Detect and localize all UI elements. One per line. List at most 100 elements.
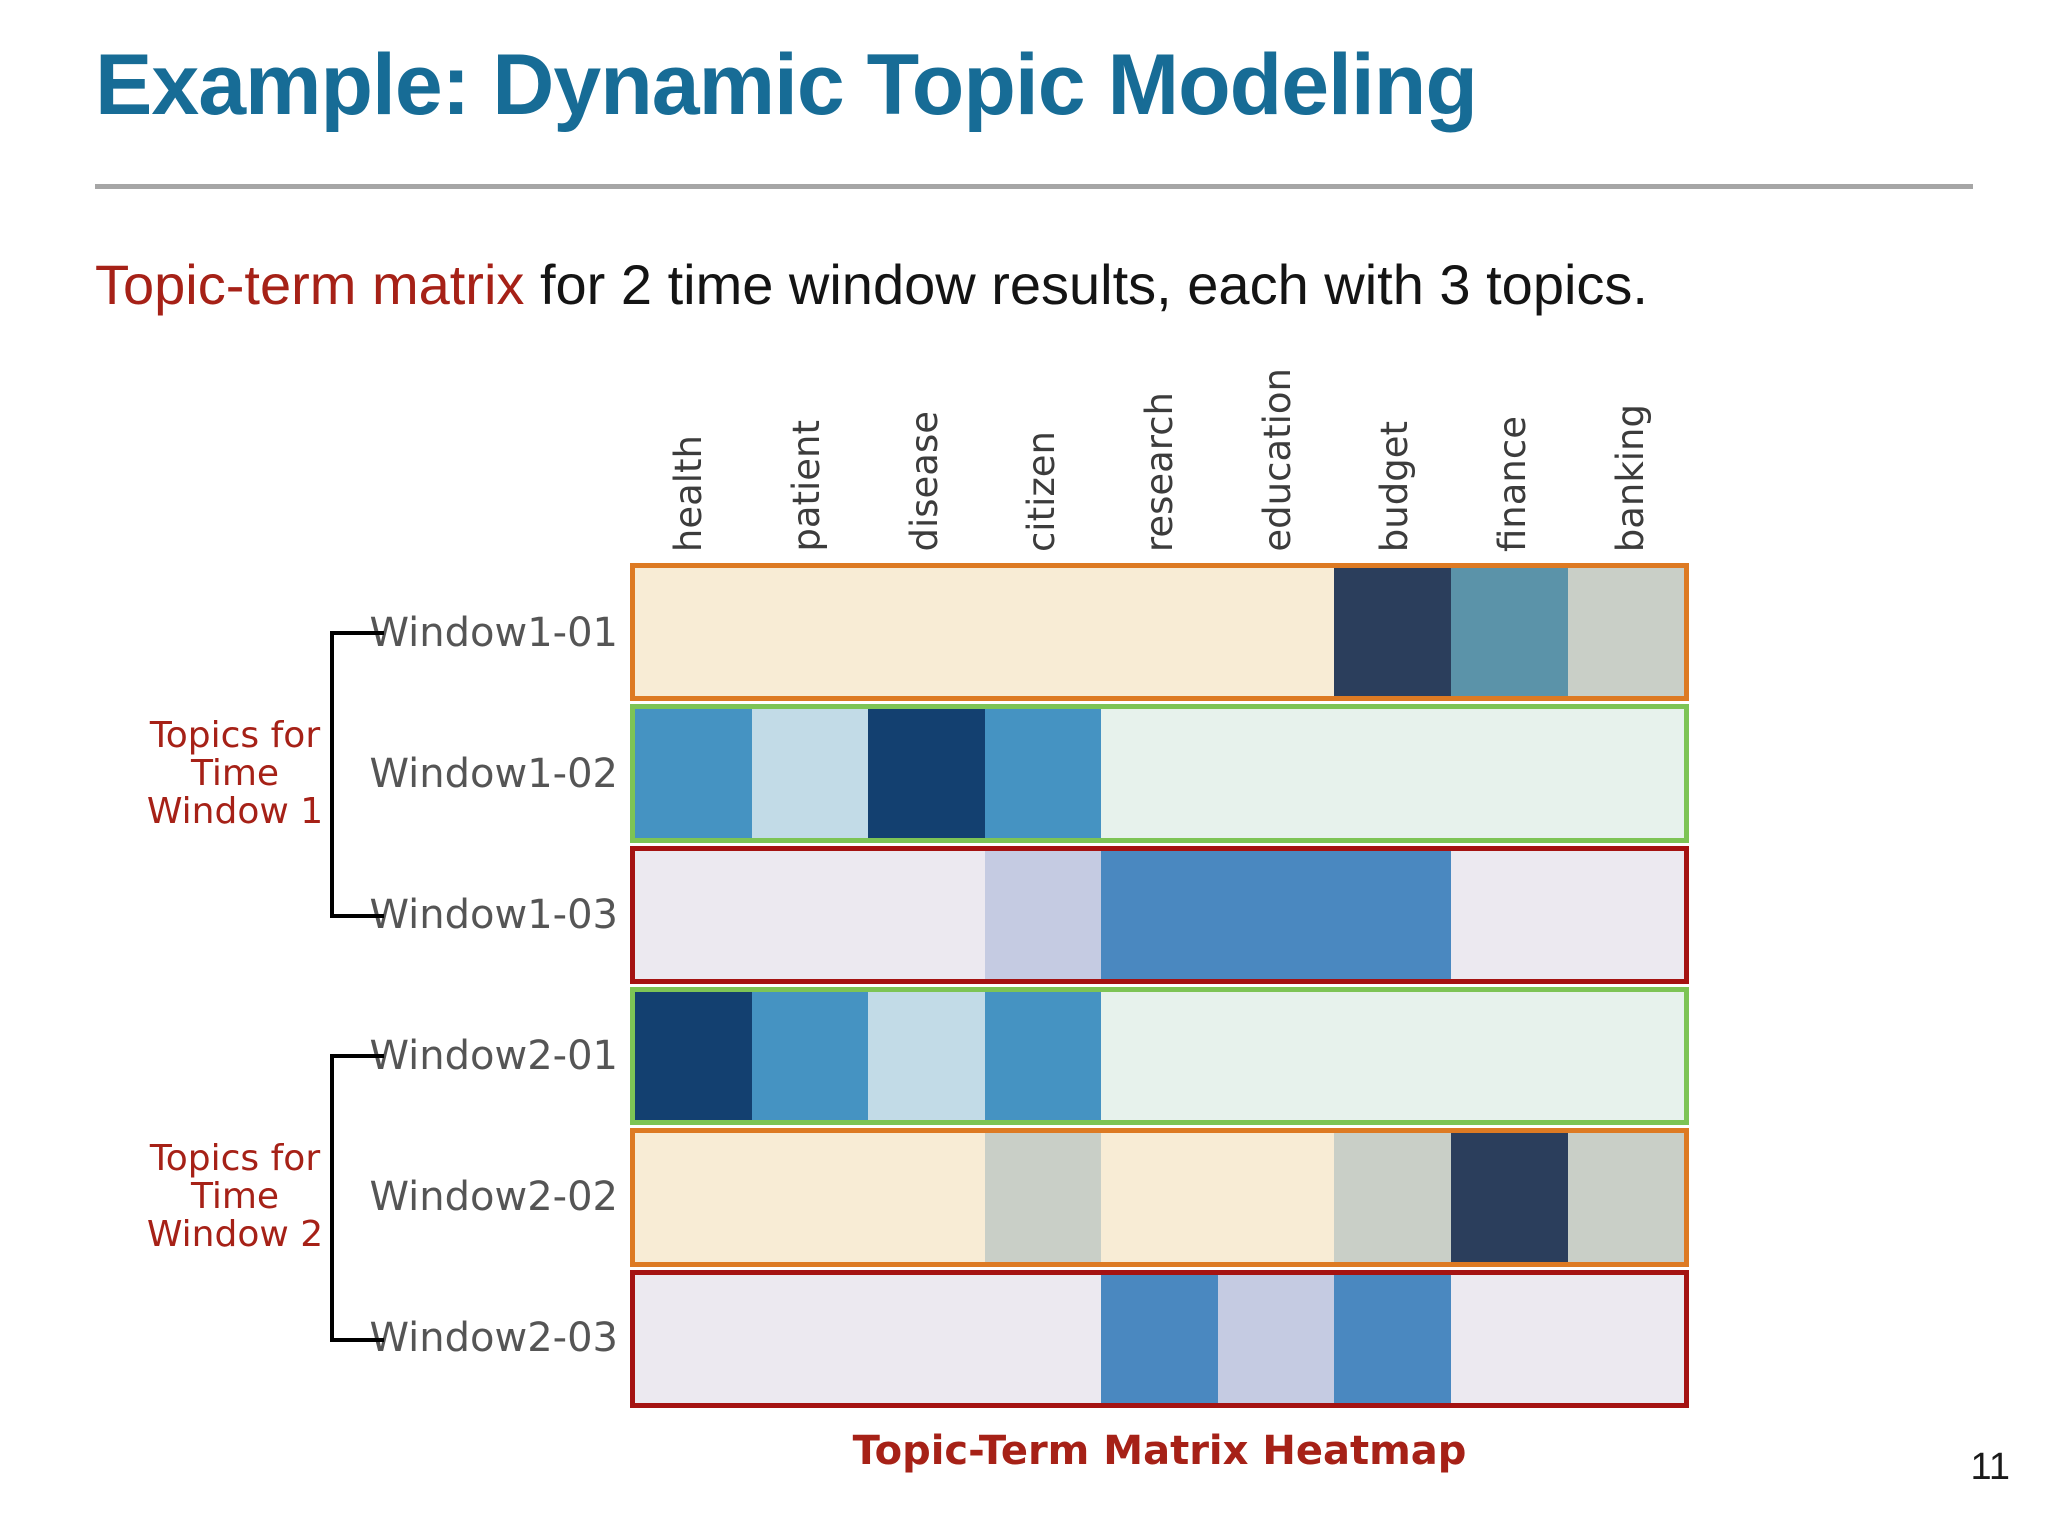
heatmap-cell-Window2-01-banking xyxy=(1567,991,1685,1121)
heatmap-cell-Window2-03-patient xyxy=(751,1274,869,1403)
heatmap-cell-Window1-01-research xyxy=(1101,568,1218,697)
heatmap-cell-Window1-02-disease xyxy=(868,709,985,838)
column-label-finance: finance xyxy=(1454,262,1572,552)
heatmap-cell-Window1-01-banking xyxy=(1567,568,1685,697)
heatmap-cell-Window2-02-finance xyxy=(1450,1133,1568,1262)
group-label-line: Window 2 xyxy=(146,1214,324,1255)
column-label-disease: disease xyxy=(865,262,983,552)
column-label-patient: patient xyxy=(748,262,866,552)
heatmap-cell-Window1-01-health xyxy=(635,568,752,697)
heatmap-cell-Window2-01-patient xyxy=(751,991,869,1121)
heatmap-cell-Window2-02-citizen xyxy=(984,1133,1102,1262)
heatmap-cell-Window2-01-health xyxy=(635,991,752,1121)
heatmap-row-Window1-03 xyxy=(630,845,1689,984)
column-label-text: banking xyxy=(1608,403,1652,552)
group-label-line: Time xyxy=(190,753,280,794)
column-label-health: health xyxy=(630,262,748,552)
heatmap-cell-Window1-03-banking xyxy=(1567,850,1685,979)
heatmap-caption: Topic-Term Matrix Heatmap xyxy=(852,1428,1467,1474)
subtitle-highlight: Topic-term matrix xyxy=(95,253,525,316)
column-label-citizen: citizen xyxy=(983,262,1101,552)
heatmap-cell-Window2-03-citizen xyxy=(984,1274,1102,1403)
heatmap-row-Window1-02 xyxy=(630,704,1689,843)
subtitle: Topic-term matrix for 2 time window resu… xyxy=(95,252,1648,317)
group-label-line: Window 1 xyxy=(146,791,324,832)
slide-title: Example: Dynamic Topic Modeling xyxy=(95,37,1478,133)
heatmap-cell-Window2-02-patient xyxy=(751,1133,869,1262)
heatmap-cell-Window1-01-disease xyxy=(868,568,985,697)
group-bracket-window1 xyxy=(330,631,384,918)
heatmap-cell-Window1-02-finance xyxy=(1450,709,1568,838)
row-label-Window1-02: Window1-02 xyxy=(369,751,619,798)
row-label-Window2-03: Window2-03 xyxy=(369,1314,619,1361)
heatmap-cell-Window2-01-disease xyxy=(868,991,985,1121)
heatmap-cell-Window2-01-finance xyxy=(1450,991,1568,1121)
heatmap-cell-Window2-02-research xyxy=(1101,1133,1218,1262)
heatmap-cell-Window1-02-banking xyxy=(1567,709,1685,838)
column-label-text: budget xyxy=(1373,420,1417,552)
heatmap-cell-Window1-03-disease xyxy=(868,850,985,979)
heatmap-cell-Window2-02-education xyxy=(1217,1133,1335,1262)
heatmap-cell-Window1-03-finance xyxy=(1450,850,1568,979)
heatmap-cell-Window1-03-education xyxy=(1217,850,1335,979)
heatmap-cell-Window1-01-citizen xyxy=(984,568,1102,697)
heatmap-cell-Window1-01-budget xyxy=(1334,568,1451,697)
row-label-Window1-03: Window1-03 xyxy=(369,892,619,939)
row-label-Window2-01: Window2-01 xyxy=(369,1032,619,1079)
column-label-education: education xyxy=(1218,262,1336,552)
heatmap-cell-Window2-03-education xyxy=(1217,1274,1335,1403)
heatmap-cell-Window1-01-finance xyxy=(1450,568,1568,697)
heatmap-row-Window2-01 xyxy=(630,986,1689,1126)
column-label-budget: budget xyxy=(1336,262,1454,552)
heatmap-row-Window1-01 xyxy=(630,563,1689,702)
title-divider xyxy=(95,184,1973,189)
column-label-text: health xyxy=(667,434,711,552)
heatmap-cell-Window2-02-health xyxy=(635,1133,752,1262)
column-label-banking: banking xyxy=(1571,262,1689,552)
group-label-line: Topics for xyxy=(149,715,321,756)
page-number: 11 xyxy=(1970,1446,2010,1488)
heatmap-row-Window2-03 xyxy=(630,1269,1689,1408)
group-label-line: Topics for xyxy=(149,1138,321,1179)
heatmap-cell-Window2-01-research xyxy=(1101,991,1218,1121)
heatmap-cell-Window1-02-education xyxy=(1217,709,1335,838)
column-label-text: patient xyxy=(785,420,828,552)
heatmap-cell-Window1-02-health xyxy=(635,709,752,838)
column-label-research: research xyxy=(1101,262,1219,552)
heatmap-cell-Window1-03-citizen xyxy=(984,850,1102,979)
column-label-text: education xyxy=(1255,368,1299,552)
row-label-Window2-02: Window2-02 xyxy=(369,1173,619,1220)
heatmap-cell-Window2-03-disease xyxy=(868,1274,985,1403)
heatmap-cell-Window1-02-citizen xyxy=(984,709,1102,838)
subtitle-rest: for 2 time window results, each with 3 t… xyxy=(524,253,1648,316)
column-labels: health patient disease citizen research educa… xyxy=(630,262,1689,552)
heatmap-cell-Window1-02-research xyxy=(1101,709,1218,838)
heatmap-cell-Window1-03-health xyxy=(635,850,752,979)
group-label-line: Time xyxy=(190,1176,280,1217)
heatmap-cell-Window1-02-budget xyxy=(1334,709,1451,838)
heatmap-cell-Window2-03-research xyxy=(1101,1274,1218,1403)
heatmap-cell-Window2-03-budget xyxy=(1334,1274,1451,1403)
heatmap-cell-Window1-03-budget xyxy=(1334,850,1451,979)
heatmap-cell-Window1-03-patient xyxy=(751,850,869,979)
column-label-text: research xyxy=(1138,391,1182,552)
heatmap-cell-Window2-03-health xyxy=(635,1274,752,1403)
column-label-text: finance xyxy=(1491,416,1535,552)
heatmap-cell-Window2-03-finance xyxy=(1450,1274,1568,1403)
heatmap-row-Window2-02 xyxy=(630,1128,1689,1267)
heatmap-cell-Window1-01-education xyxy=(1217,568,1335,697)
column-label-text: citizen xyxy=(1020,430,1064,552)
heatmap-cell-Window1-03-research xyxy=(1101,850,1218,979)
heatmap-cell-Window2-02-budget xyxy=(1334,1133,1451,1262)
heatmap-grid xyxy=(630,563,1689,1408)
heatmap-cell-Window2-03-banking xyxy=(1567,1274,1685,1403)
heatmap-cell-Window2-01-education xyxy=(1217,991,1335,1121)
heatmap-cell-Window2-01-budget xyxy=(1334,991,1451,1121)
heatmap-cell-Window2-02-banking xyxy=(1567,1133,1685,1262)
group-bracket-window2 xyxy=(330,1054,384,1342)
heatmap-cell-Window1-01-patient xyxy=(751,568,869,697)
